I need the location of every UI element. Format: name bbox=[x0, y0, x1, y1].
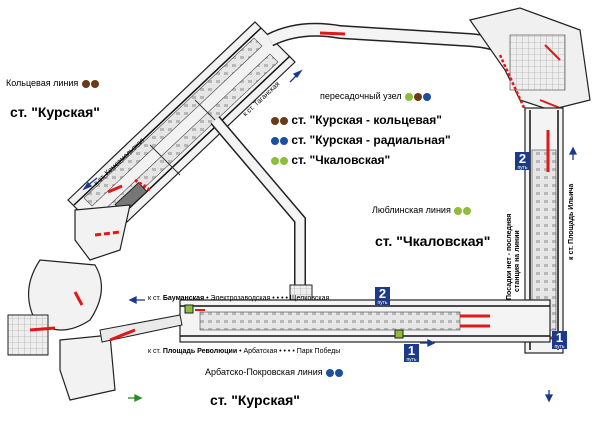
ring-line-icon bbox=[81, 79, 90, 88]
legend: ст. "Курская - кольцевая" ст. "Курская -… bbox=[270, 110, 451, 170]
arbatsko-platform bbox=[179, 299, 551, 343]
no-boarding-note-1: Посадки нет - последняя bbox=[506, 213, 513, 300]
lyublinsk-line-label: Люблинская линия bbox=[372, 205, 472, 215]
direction-ilyicha: к ст. Площадь Ильича bbox=[568, 183, 575, 260]
arbatsko-line-label: Арбатско-Покровская линия bbox=[205, 367, 344, 377]
chkalovskaya-vestibule bbox=[469, 7, 591, 111]
legend-item: ст. "Чкаловская" bbox=[270, 150, 451, 170]
direction-arrows bbox=[82, 69, 578, 403]
ring-station-platform bbox=[67, 21, 296, 241]
ring-line-label: Кольцевая линия bbox=[6, 78, 99, 88]
legend-item: ст. "Курская - радиальная" bbox=[270, 130, 451, 150]
station-title-chkalovskaya: ст. "Чкаловская" bbox=[375, 233, 491, 249]
arbatsko-direction-top: к ст. Бауманская • Электрозаводская • • … bbox=[148, 295, 330, 302]
arbatsko-direction-bottom: к ст. Площадь Революции • Арбатская • • … bbox=[148, 348, 341, 355]
station-title-kurskaya-ring: ст. "Курская" bbox=[10, 104, 100, 120]
transfer-node-label: пересадочный узел bbox=[320, 91, 432, 101]
lyublinsk-line-icon bbox=[454, 206, 463, 215]
station-title-kurskaya-radial: ст. "Курская" bbox=[210, 392, 300, 408]
kurskaya-vestibule bbox=[7, 178, 183, 401]
no-boarding-note-2: станция на линии bbox=[514, 230, 521, 292]
arbatsko-line-icon bbox=[326, 368, 335, 377]
legend-item: ст. "Курская - кольцевая" bbox=[270, 110, 451, 130]
